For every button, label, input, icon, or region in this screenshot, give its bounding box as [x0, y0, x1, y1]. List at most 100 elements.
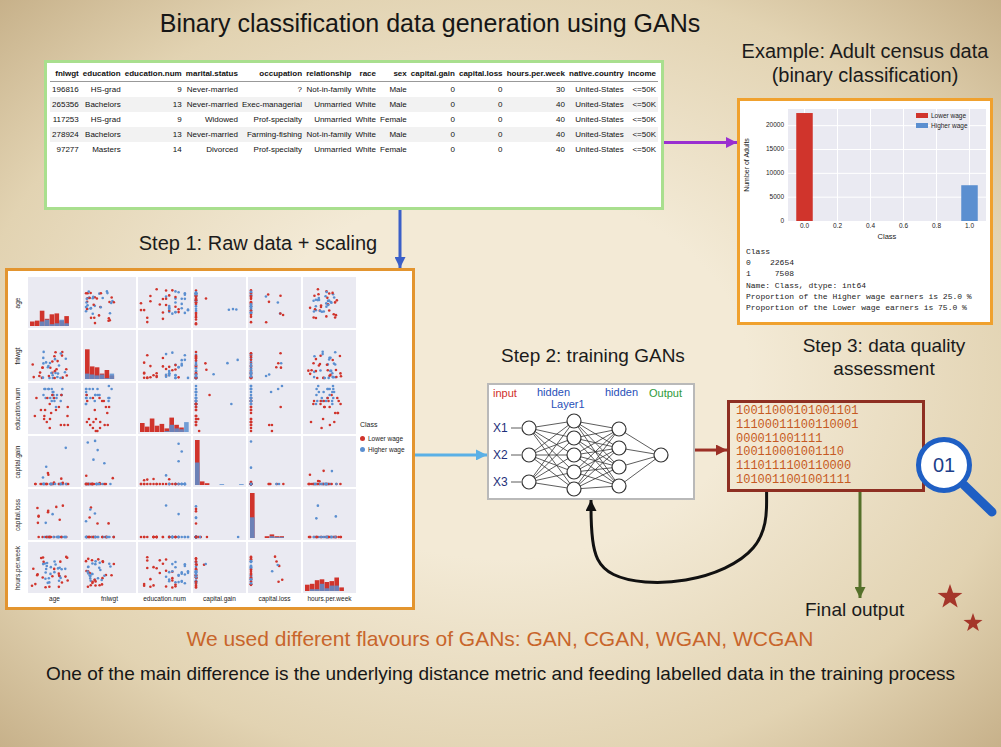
- data-point: [184, 563, 187, 566]
- scatter-cell: [248, 383, 301, 434]
- histogram-bar: [239, 485, 244, 486]
- data-point: [337, 412, 340, 415]
- data-point: [174, 311, 177, 314]
- data-point: [168, 372, 171, 375]
- data-point: [250, 365, 253, 368]
- data-point: [109, 483, 112, 486]
- data-point: [195, 400, 198, 403]
- data-point: [152, 374, 155, 377]
- grid-line: [870, 109, 871, 221]
- data-point: [89, 508, 92, 511]
- axis-label: hours.per.week: [13, 542, 21, 593]
- data-point: [250, 483, 253, 486]
- data-point: [155, 536, 158, 539]
- data-point: [195, 298, 198, 301]
- data-point: [250, 400, 253, 403]
- data-point: [48, 536, 51, 539]
- histogram-bar: [250, 517, 255, 538]
- cell-background: [83, 436, 136, 487]
- data-point: [149, 365, 152, 368]
- data-point: [327, 369, 330, 372]
- data-point: [315, 394, 318, 397]
- data-point: [315, 298, 318, 301]
- data-point: [195, 505, 198, 508]
- histogram-bar: [200, 481, 205, 485]
- data-point: [184, 359, 187, 362]
- data-point: [195, 355, 198, 358]
- data-point: [108, 385, 111, 388]
- scatter-cell: [193, 277, 246, 328]
- scatter-cell: [303, 436, 356, 487]
- data-point: [89, 577, 92, 580]
- data-point: [168, 536, 171, 539]
- data-point: [250, 483, 253, 486]
- data-point: [250, 424, 253, 427]
- data-point: [171, 579, 174, 582]
- table-cell: Unmarried: [304, 142, 353, 157]
- neuron: [567, 431, 581, 445]
- data-point: [268, 483, 271, 486]
- cell-background: [193, 277, 246, 328]
- axis-label: age: [28, 595, 81, 603]
- scatter-cell: [28, 436, 81, 487]
- table-cell: HS-grad: [81, 82, 123, 98]
- data-point: [250, 418, 253, 421]
- histogram-bar: [315, 589, 320, 591]
- layer-label: hidden: [537, 386, 570, 399]
- data-point: [195, 385, 198, 388]
- data-point: [98, 482, 101, 485]
- data-point: [250, 391, 253, 394]
- data-point: [309, 307, 312, 310]
- data-point: [325, 291, 328, 294]
- histogram-bar: [105, 370, 110, 379]
- scatter-cell: [303, 542, 356, 593]
- data-point: [66, 415, 69, 418]
- histogram-bar: [90, 375, 95, 380]
- data-point: [168, 536, 171, 539]
- data-point: [250, 305, 253, 308]
- cell-background: [28, 277, 81, 328]
- data-point: [250, 483, 253, 486]
- data-point: [317, 293, 320, 296]
- table-cell: 40: [505, 142, 567, 157]
- data-point: [195, 536, 198, 539]
- data-point: [99, 306, 102, 309]
- note-text: One of the main difference is the underl…: [20, 660, 981, 688]
- data-point: [40, 409, 43, 412]
- table-cell: Male: [378, 82, 409, 98]
- data-point: [155, 372, 158, 375]
- input-variable: X3: [493, 475, 508, 489]
- histogram-bar: [325, 588, 330, 591]
- data-point: [195, 536, 198, 539]
- table-cell: United-States: [567, 112, 626, 127]
- table-cell: Unmarried: [304, 97, 353, 112]
- data-point: [195, 403, 198, 406]
- data-point: [45, 536, 48, 539]
- data-point: [250, 362, 253, 365]
- data-point: [250, 309, 253, 312]
- legend-text: Higher wage: [931, 122, 968, 129]
- layer-label: hidden: [605, 386, 638, 399]
- data-point: [250, 352, 253, 355]
- data-point: [44, 578, 47, 581]
- histogram-bar: [95, 367, 100, 379]
- data-point: [99, 427, 102, 430]
- data-point: [87, 290, 90, 293]
- data-point: [155, 536, 158, 539]
- data-point: [35, 397, 38, 400]
- data-point: [317, 483, 320, 486]
- data-point: [335, 483, 338, 486]
- data-point: [55, 406, 58, 409]
- data-point: [159, 559, 162, 562]
- data-point: [85, 310, 88, 313]
- data-point: [318, 391, 321, 394]
- histogram-bar: [165, 428, 170, 432]
- data-point: [42, 556, 45, 559]
- data-point: [195, 388, 198, 391]
- data-point: [250, 397, 253, 400]
- data-point: [334, 351, 337, 354]
- data-point: [41, 366, 44, 369]
- cell-background: [138, 489, 191, 540]
- data-point: [58, 575, 61, 578]
- data-point: [184, 573, 187, 576]
